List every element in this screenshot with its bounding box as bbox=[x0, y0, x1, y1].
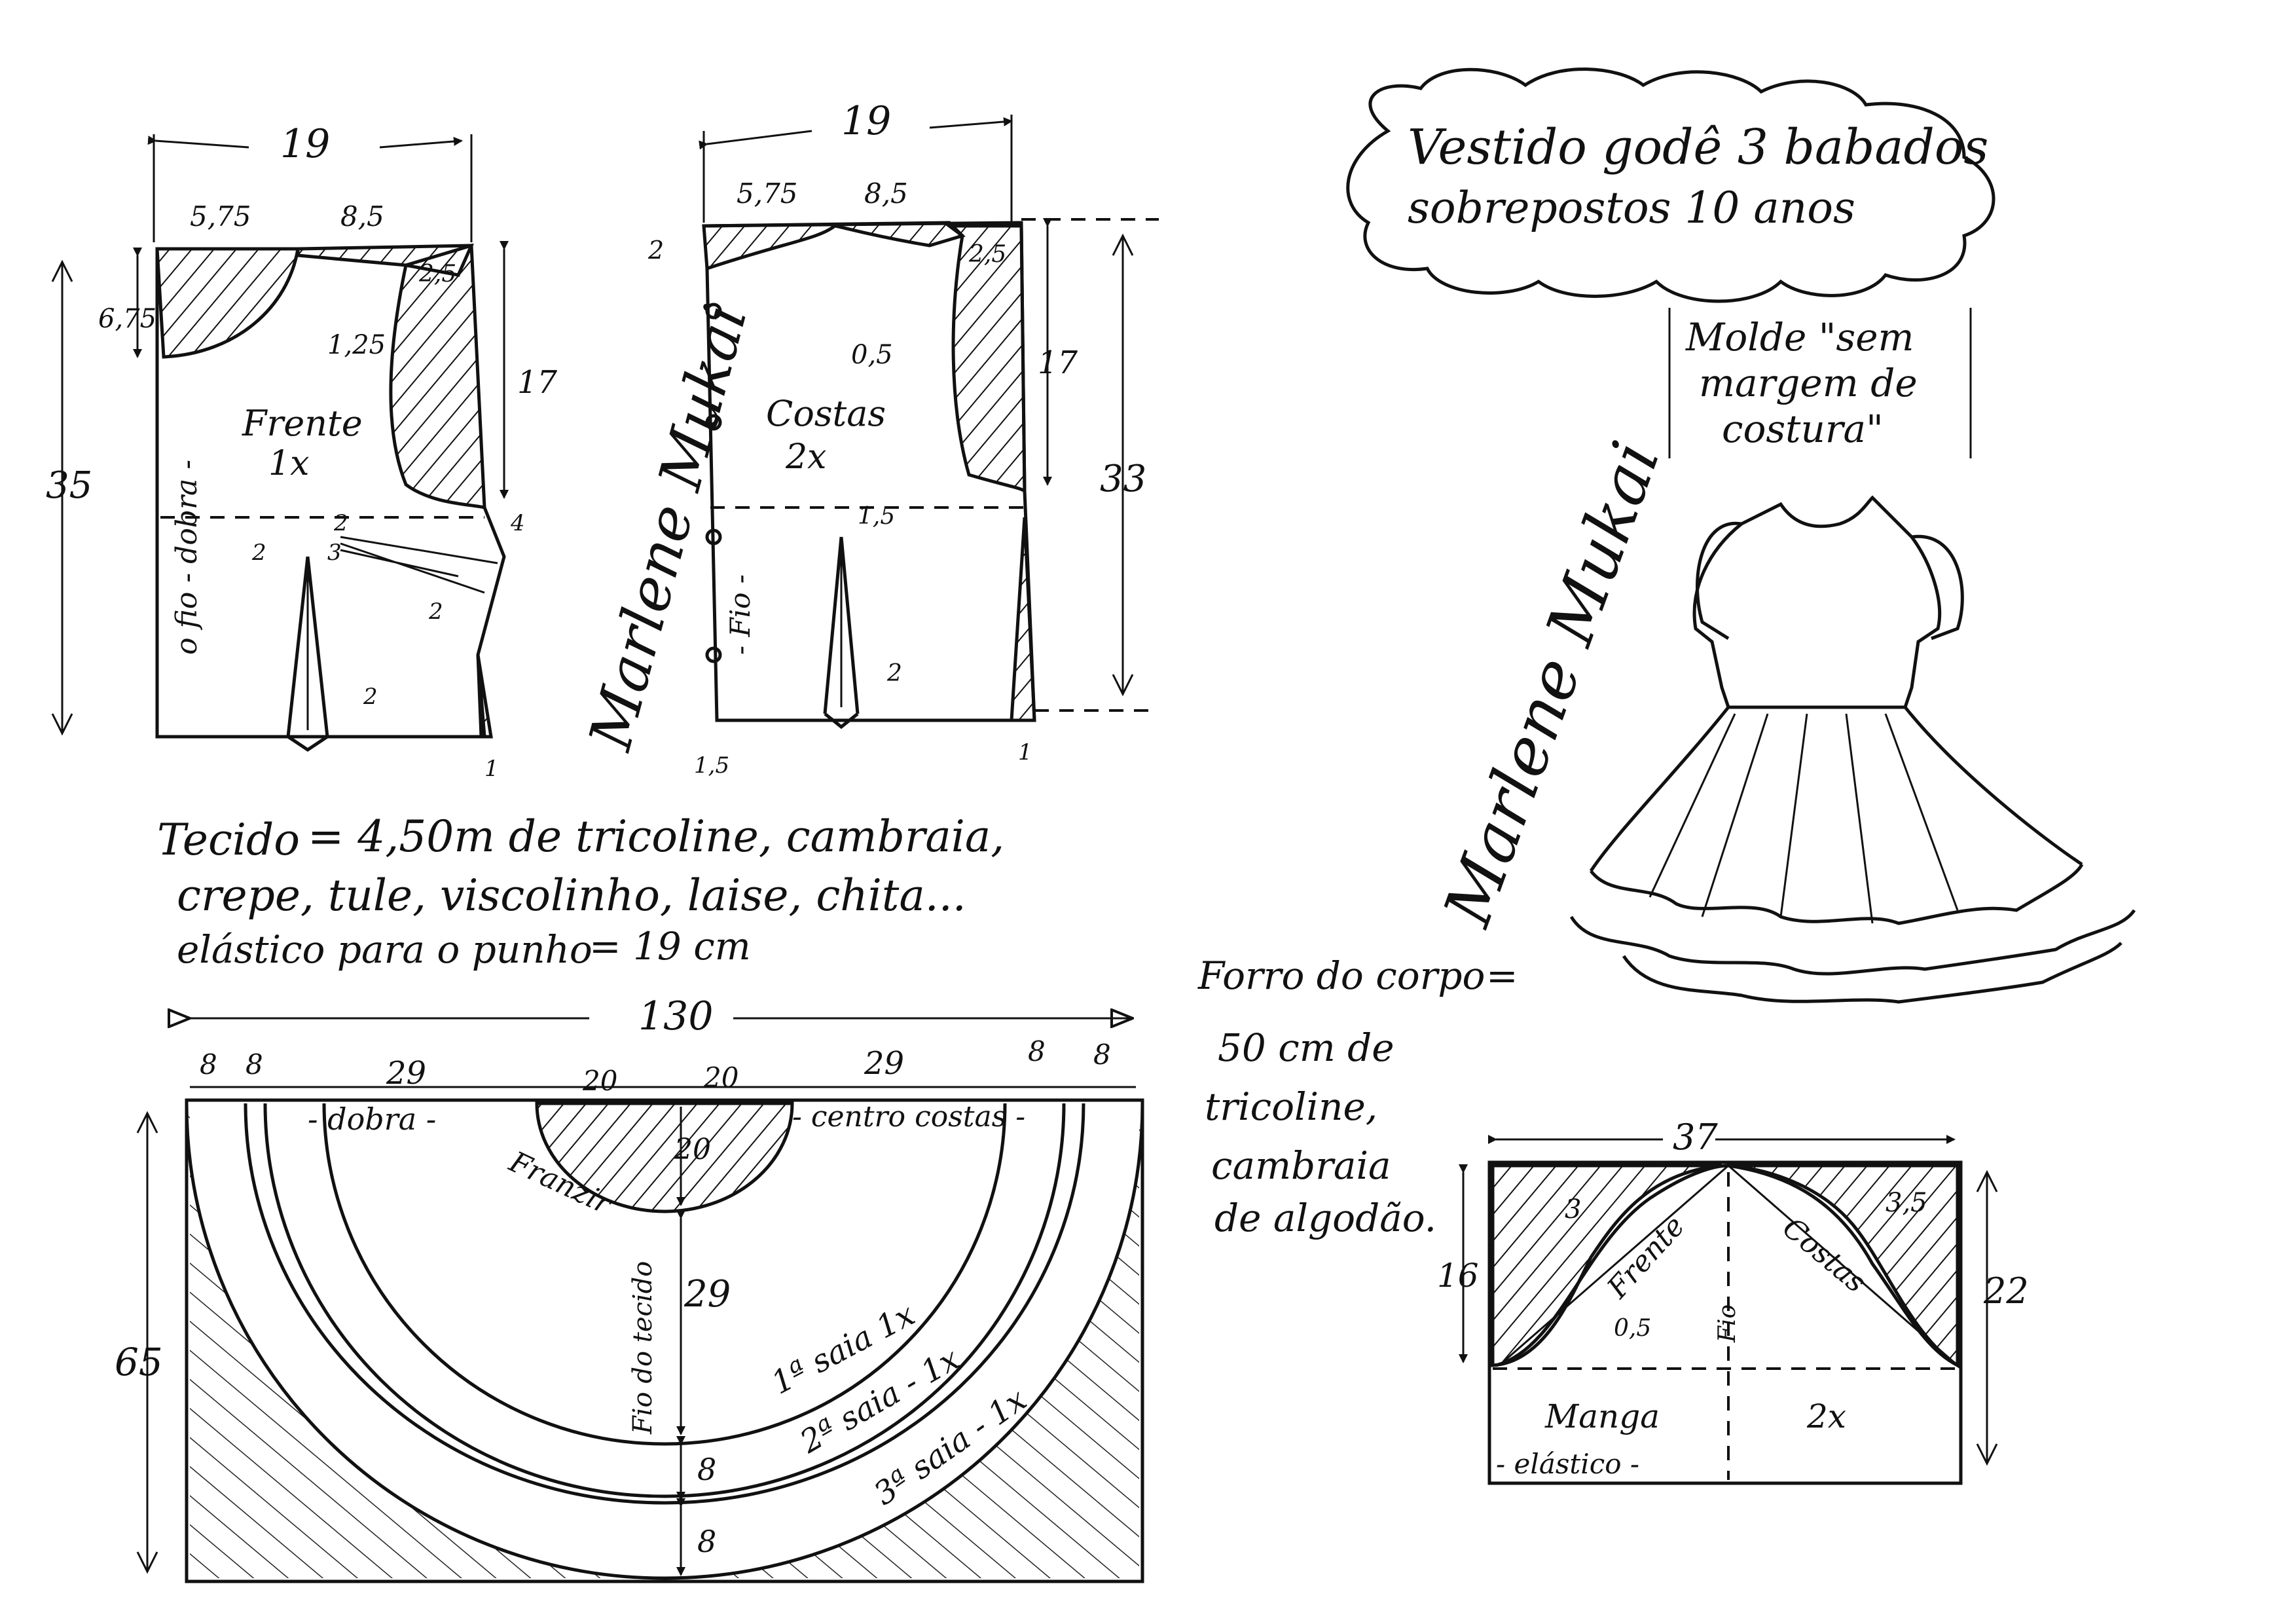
seg-1: 8 bbox=[200, 1048, 217, 1080]
skirt-segments: 8 8 29 20 20 29 8 8 bbox=[190, 1035, 1136, 1097]
front-bodice: 19 5,75 8,5 35 6,75 17 2,5 1,25 Frente 1… bbox=[46, 121, 558, 782]
skirt-height: 65 bbox=[115, 1340, 163, 1384]
back-width: 19 bbox=[841, 98, 891, 144]
skirt-grain-label: Fio do tecido bbox=[628, 1261, 658, 1435]
back-fio-label: - Fio - bbox=[724, 574, 756, 655]
sleeve-d-front: 3 bbox=[1565, 1194, 1581, 1225]
title-cloud: Vestido godê 3 babados sobrepostos 10 an… bbox=[1346, 67, 1995, 303]
front-label: Frente bbox=[242, 403, 363, 444]
front-arm: 1,25 bbox=[327, 330, 386, 360]
seg-7: 8 bbox=[1028, 1035, 1046, 1067]
fabric-line2: crepe, tule, viscolinho, laise, chita... bbox=[177, 870, 966, 921]
back-count: 2x bbox=[785, 437, 826, 477]
front-dim-6: 4 bbox=[510, 510, 525, 536]
front-dim-1: 2 bbox=[333, 510, 348, 536]
front-neck-height: 6,75 bbox=[98, 304, 156, 334]
back-side-height: 17 bbox=[1038, 344, 1078, 381]
front-dim-2: 2 bbox=[251, 540, 266, 566]
seg-8: 8 bbox=[1093, 1039, 1111, 1071]
skirt-pattern: 130 8 8 29 20 20 29 8 8 - dobra - - cent… bbox=[115, 993, 1144, 1583]
fabric-line3-label: elástico para o punho bbox=[177, 927, 592, 972]
front-count: 1x bbox=[268, 444, 309, 483]
fabric-label: Tecido bbox=[157, 815, 300, 865]
sleeve-d-small: 0,5 bbox=[1614, 1315, 1651, 1342]
front-fold-label: o fio - dobra - bbox=[170, 460, 204, 655]
sleeve-elastic-label: - elástico - bbox=[1496, 1448, 1639, 1480]
back-arm: 0,5 bbox=[851, 340, 893, 370]
fabric-notes: Tecido = 4,50m de tricoline, cambraia, c… bbox=[157, 811, 1004, 972]
back-button-2 bbox=[705, 414, 722, 431]
front-width-a: 5,75 bbox=[190, 200, 251, 232]
back-bodice: 19 5,75 8,5 17 33 2 2,5 0,5 Costas 2x - … bbox=[647, 98, 1159, 779]
seg-3: 29 bbox=[386, 1055, 426, 1092]
back-bottom-left: 1,5 bbox=[694, 752, 729, 779]
fabric-line1: = 4,50m de tricoline, cambraia, bbox=[308, 811, 1004, 862]
sleeve-width: 37 bbox=[1673, 1116, 1718, 1158]
lining-notes: Forro do corpo = 50 cm de tricoline, cam… bbox=[1197, 953, 1518, 1240]
front-width: 19 bbox=[280, 121, 330, 167]
back-dart-side: 2 bbox=[886, 660, 902, 687]
sleeve-fio-label: Fio bbox=[1714, 1304, 1741, 1343]
seg-6: 29 bbox=[864, 1045, 904, 1082]
note-line2: margem de bbox=[1699, 361, 1918, 405]
front-height: 35 bbox=[46, 464, 92, 507]
front-side-height: 17 bbox=[517, 364, 558, 401]
skirt-depth: 29 bbox=[683, 1273, 731, 1316]
back-width-b: 8,5 bbox=[864, 177, 908, 210]
skirt-radius: 20 bbox=[674, 1133, 711, 1166]
skirt-fold-label: - dobra - bbox=[308, 1101, 436, 1137]
lining-line5: de algodão. bbox=[1214, 1196, 1436, 1240]
front-dim-8: 1 bbox=[484, 756, 499, 782]
front-shoulder: 2,5 bbox=[418, 261, 456, 287]
back-button-3 bbox=[705, 528, 722, 545]
seg-2: 8 bbox=[246, 1048, 263, 1080]
back-label: Costas bbox=[766, 393, 886, 434]
back-height: 33 bbox=[1100, 458, 1146, 500]
front-dim-4: 2 bbox=[428, 599, 443, 625]
skirt-center-label: - centro costas - bbox=[792, 1100, 1025, 1134]
lining-line4: cambraia bbox=[1211, 1143, 1391, 1188]
skirt-step1: 8 bbox=[697, 1452, 716, 1487]
front-dim-5: 2 bbox=[363, 684, 378, 710]
sleeve-label: Manga bbox=[1544, 1397, 1660, 1435]
lining-line3: tricoline, bbox=[1205, 1084, 1377, 1129]
back-dart-top: 1,5 bbox=[858, 503, 895, 530]
front-width-b: 8,5 bbox=[340, 200, 384, 232]
sleeve-h-left: 16 bbox=[1437, 1257, 1479, 1295]
lining-label: Forro do corpo bbox=[1197, 953, 1485, 998]
signature-2: Marlene Mukai bbox=[1429, 432, 1675, 936]
lining-line1: = bbox=[1486, 953, 1518, 998]
seg-4: 20 bbox=[582, 1065, 617, 1097]
sleeve-count: 2x bbox=[1806, 1397, 1846, 1435]
skirt-step2: 8 bbox=[697, 1524, 716, 1559]
seg-5: 20 bbox=[703, 1061, 738, 1094]
note-line3: costura" bbox=[1722, 407, 1884, 451]
lining-line2: 50 cm de bbox=[1218, 1025, 1394, 1070]
back-button-1 bbox=[705, 303, 722, 320]
dress-illustration bbox=[1569, 495, 2136, 1004]
title-line2: sobrepostos 10 anos bbox=[1408, 183, 1855, 233]
sleeve-d-back: 3,5 bbox=[1886, 1188, 1927, 1218]
back-bottom-right: 1 bbox=[1018, 739, 1032, 766]
seam-note: Molde "sem margem de costura" bbox=[1668, 308, 1972, 458]
front-dim-3: 3 bbox=[327, 540, 342, 566]
back-width-a: 5,75 bbox=[737, 177, 798, 210]
note-line1: Molde "sem bbox=[1685, 315, 1914, 360]
back-shoulder: 2,5 bbox=[968, 241, 1006, 268]
title-line1: Vestido godê 3 babados bbox=[1408, 119, 1988, 175]
back-button-4 bbox=[705, 646, 722, 663]
fabric-line3-value: = 19 cm bbox=[589, 924, 751, 969]
skirt-width: 130 bbox=[638, 993, 714, 1039]
signature-1: Marlene Mukai bbox=[575, 297, 761, 758]
sleeve-pattern: 37 Frente Costas 3 3,5 0,5 Fio 16 22 Man… bbox=[1437, 1116, 2029, 1485]
back-neck: 2 bbox=[647, 236, 664, 265]
sleeve-h-right: 22 bbox=[1983, 1270, 2029, 1312]
